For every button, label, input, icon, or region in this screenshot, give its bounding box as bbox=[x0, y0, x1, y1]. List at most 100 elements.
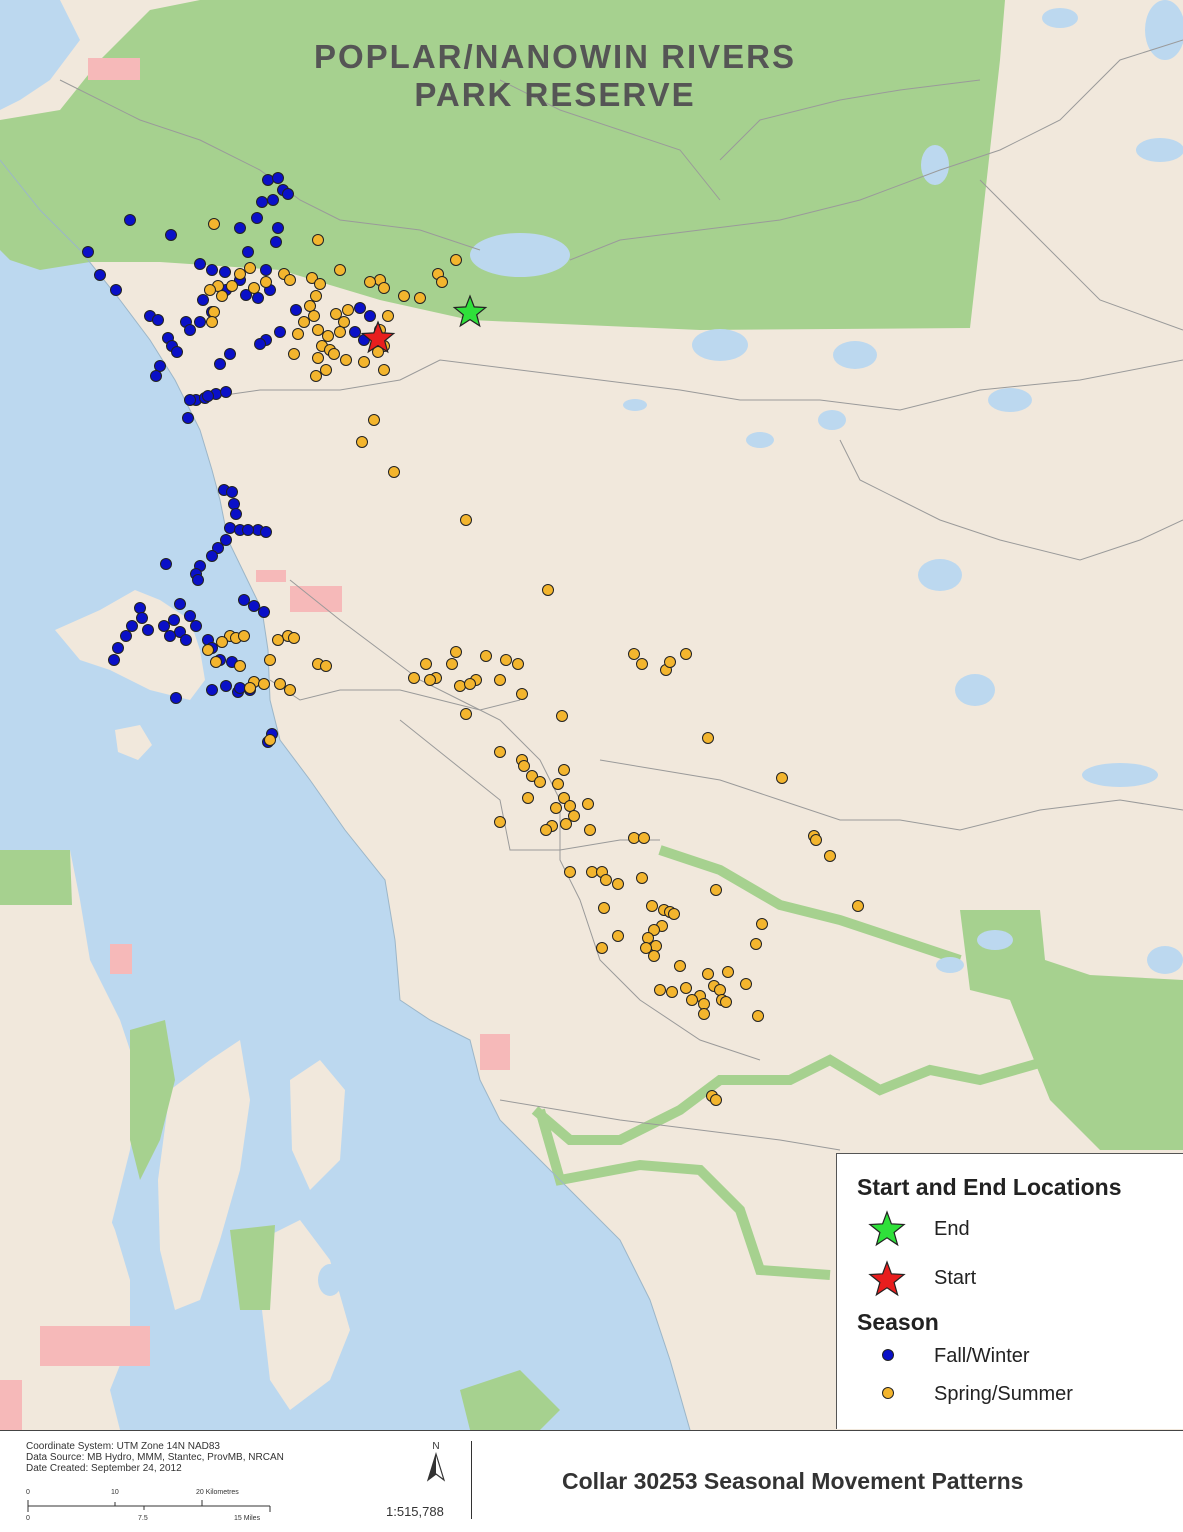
spring-summer-location-point[interactable] bbox=[702, 968, 714, 980]
fall-winter-location-point[interactable] bbox=[108, 654, 120, 666]
spring-summer-location-point[interactable] bbox=[636, 872, 648, 884]
spring-summer-location-point[interactable] bbox=[480, 650, 492, 662]
spring-summer-location-point[interactable] bbox=[500, 654, 512, 666]
fall-winter-location-point[interactable] bbox=[234, 222, 246, 234]
spring-summer-location-point[interactable] bbox=[378, 364, 390, 376]
spring-summer-location-point[interactable] bbox=[364, 276, 376, 288]
fall-winter-location-point[interactable] bbox=[252, 292, 264, 304]
spring-summer-location-point[interactable] bbox=[464, 678, 476, 690]
spring-summer-location-point[interactable] bbox=[518, 760, 530, 772]
spring-summer-location-point[interactable] bbox=[654, 984, 666, 996]
fall-winter-location-point[interactable] bbox=[214, 358, 226, 370]
fall-winter-location-point[interactable] bbox=[136, 612, 148, 624]
fall-winter-location-point[interactable] bbox=[282, 188, 294, 200]
fall-winter-location-point[interactable] bbox=[192, 574, 204, 586]
spring-summer-location-point[interactable] bbox=[450, 646, 462, 658]
spring-summer-location-point[interactable] bbox=[460, 514, 472, 526]
fall-winter-location-point[interactable] bbox=[150, 370, 162, 382]
fall-winter-location-point[interactable] bbox=[206, 550, 218, 562]
spring-summer-location-point[interactable] bbox=[274, 678, 286, 690]
fall-winter-location-point[interactable] bbox=[174, 598, 186, 610]
spring-summer-location-point[interactable] bbox=[582, 798, 594, 810]
spring-summer-location-point[interactable] bbox=[216, 290, 228, 302]
spring-summer-location-point[interactable] bbox=[674, 960, 686, 972]
spring-summer-location-point[interactable] bbox=[284, 274, 296, 286]
spring-summer-location-point[interactable] bbox=[312, 352, 324, 364]
spring-summer-location-point[interactable] bbox=[308, 310, 320, 322]
spring-summer-location-point[interactable] bbox=[756, 918, 768, 930]
fall-winter-location-point[interactable] bbox=[206, 684, 218, 696]
fall-winter-location-point[interactable] bbox=[142, 624, 154, 636]
spring-summer-location-point[interactable] bbox=[722, 966, 734, 978]
spring-summer-location-point[interactable] bbox=[206, 316, 218, 328]
fall-winter-location-point[interactable] bbox=[260, 526, 272, 538]
spring-summer-location-point[interactable] bbox=[558, 792, 570, 804]
spring-summer-location-point[interactable] bbox=[628, 832, 640, 844]
spring-summer-location-point[interactable] bbox=[494, 746, 506, 758]
spring-summer-location-point[interactable] bbox=[494, 816, 506, 828]
spring-summer-location-point[interactable] bbox=[628, 648, 640, 660]
spring-summer-location-point[interactable] bbox=[208, 218, 220, 230]
fall-winter-location-point[interactable] bbox=[258, 606, 270, 618]
spring-summer-location-point[interactable] bbox=[320, 364, 332, 376]
spring-summer-location-point[interactable] bbox=[312, 324, 324, 336]
spring-summer-location-point[interactable] bbox=[560, 818, 572, 830]
spring-summer-location-point[interactable] bbox=[244, 262, 256, 274]
fall-winter-location-point[interactable] bbox=[228, 498, 240, 510]
spring-summer-location-point[interactable] bbox=[752, 1010, 764, 1022]
spring-summer-location-point[interactable] bbox=[288, 632, 300, 644]
spring-summer-location-point[interactable] bbox=[292, 328, 304, 340]
spring-summer-location-point[interactable] bbox=[550, 802, 562, 814]
spring-summer-location-point[interactable] bbox=[680, 982, 692, 994]
fall-winter-location-point[interactable] bbox=[170, 692, 182, 704]
fall-winter-location-point[interactable] bbox=[220, 386, 232, 398]
fall-winter-location-point[interactable] bbox=[262, 174, 274, 186]
spring-summer-location-point[interactable] bbox=[202, 644, 214, 656]
spring-summer-location-point[interactable] bbox=[388, 466, 400, 478]
spring-summer-location-point[interactable] bbox=[368, 414, 380, 426]
spring-summer-location-point[interactable] bbox=[460, 708, 472, 720]
spring-summer-location-point[interactable] bbox=[564, 800, 576, 812]
fall-winter-location-point[interactable] bbox=[254, 338, 266, 350]
fall-winter-location-point[interactable] bbox=[160, 558, 172, 570]
spring-summer-location-point[interactable] bbox=[740, 978, 752, 990]
spring-summer-location-point[interactable] bbox=[358, 356, 370, 368]
spring-summer-location-point[interactable] bbox=[638, 832, 650, 844]
spring-summer-location-point[interactable] bbox=[446, 658, 458, 670]
fall-winter-location-point[interactable] bbox=[174, 626, 186, 638]
spring-summer-location-point[interactable] bbox=[272, 634, 284, 646]
spring-summer-location-point[interactable] bbox=[698, 998, 710, 1010]
spring-summer-location-point[interactable] bbox=[750, 938, 762, 950]
spring-summer-location-point[interactable] bbox=[558, 764, 570, 776]
spring-summer-location-point[interactable] bbox=[320, 660, 332, 672]
spring-summer-location-point[interactable] bbox=[648, 924, 660, 936]
spring-summer-location-point[interactable] bbox=[334, 326, 346, 338]
spring-summer-location-point[interactable] bbox=[264, 654, 276, 666]
fall-winter-location-point[interactable] bbox=[171, 346, 183, 358]
spring-summer-location-point[interactable] bbox=[414, 292, 426, 304]
spring-summer-location-point[interactable] bbox=[298, 316, 310, 328]
fall-winter-location-point[interactable] bbox=[220, 534, 232, 546]
end-location-marker[interactable] bbox=[452, 294, 488, 328]
spring-summer-location-point[interactable] bbox=[382, 310, 394, 322]
fall-winter-location-point[interactable] bbox=[206, 264, 218, 276]
fall-winter-location-point[interactable] bbox=[165, 229, 177, 241]
spring-summer-location-point[interactable] bbox=[720, 996, 732, 1008]
spring-summer-location-point[interactable] bbox=[264, 734, 276, 746]
spring-summer-location-point[interactable] bbox=[436, 276, 448, 288]
spring-summer-location-point[interactable] bbox=[612, 878, 624, 890]
spring-summer-location-point[interactable] bbox=[424, 674, 436, 686]
spring-summer-location-point[interactable] bbox=[710, 884, 722, 896]
spring-summer-location-point[interactable] bbox=[208, 306, 220, 318]
spring-summer-location-point[interactable] bbox=[398, 290, 410, 302]
spring-summer-location-point[interactable] bbox=[372, 346, 384, 358]
spring-summer-location-point[interactable] bbox=[646, 900, 658, 912]
fall-winter-location-point[interactable] bbox=[364, 310, 376, 322]
fall-winter-location-point[interactable] bbox=[220, 680, 232, 692]
spring-summer-location-point[interactable] bbox=[512, 658, 524, 670]
spring-summer-location-point[interactable] bbox=[666, 986, 678, 998]
fall-winter-location-point[interactable] bbox=[182, 412, 194, 424]
spring-summer-location-point[interactable] bbox=[378, 282, 390, 294]
spring-summer-location-point[interactable] bbox=[612, 930, 624, 942]
spring-summer-location-point[interactable] bbox=[204, 284, 216, 296]
